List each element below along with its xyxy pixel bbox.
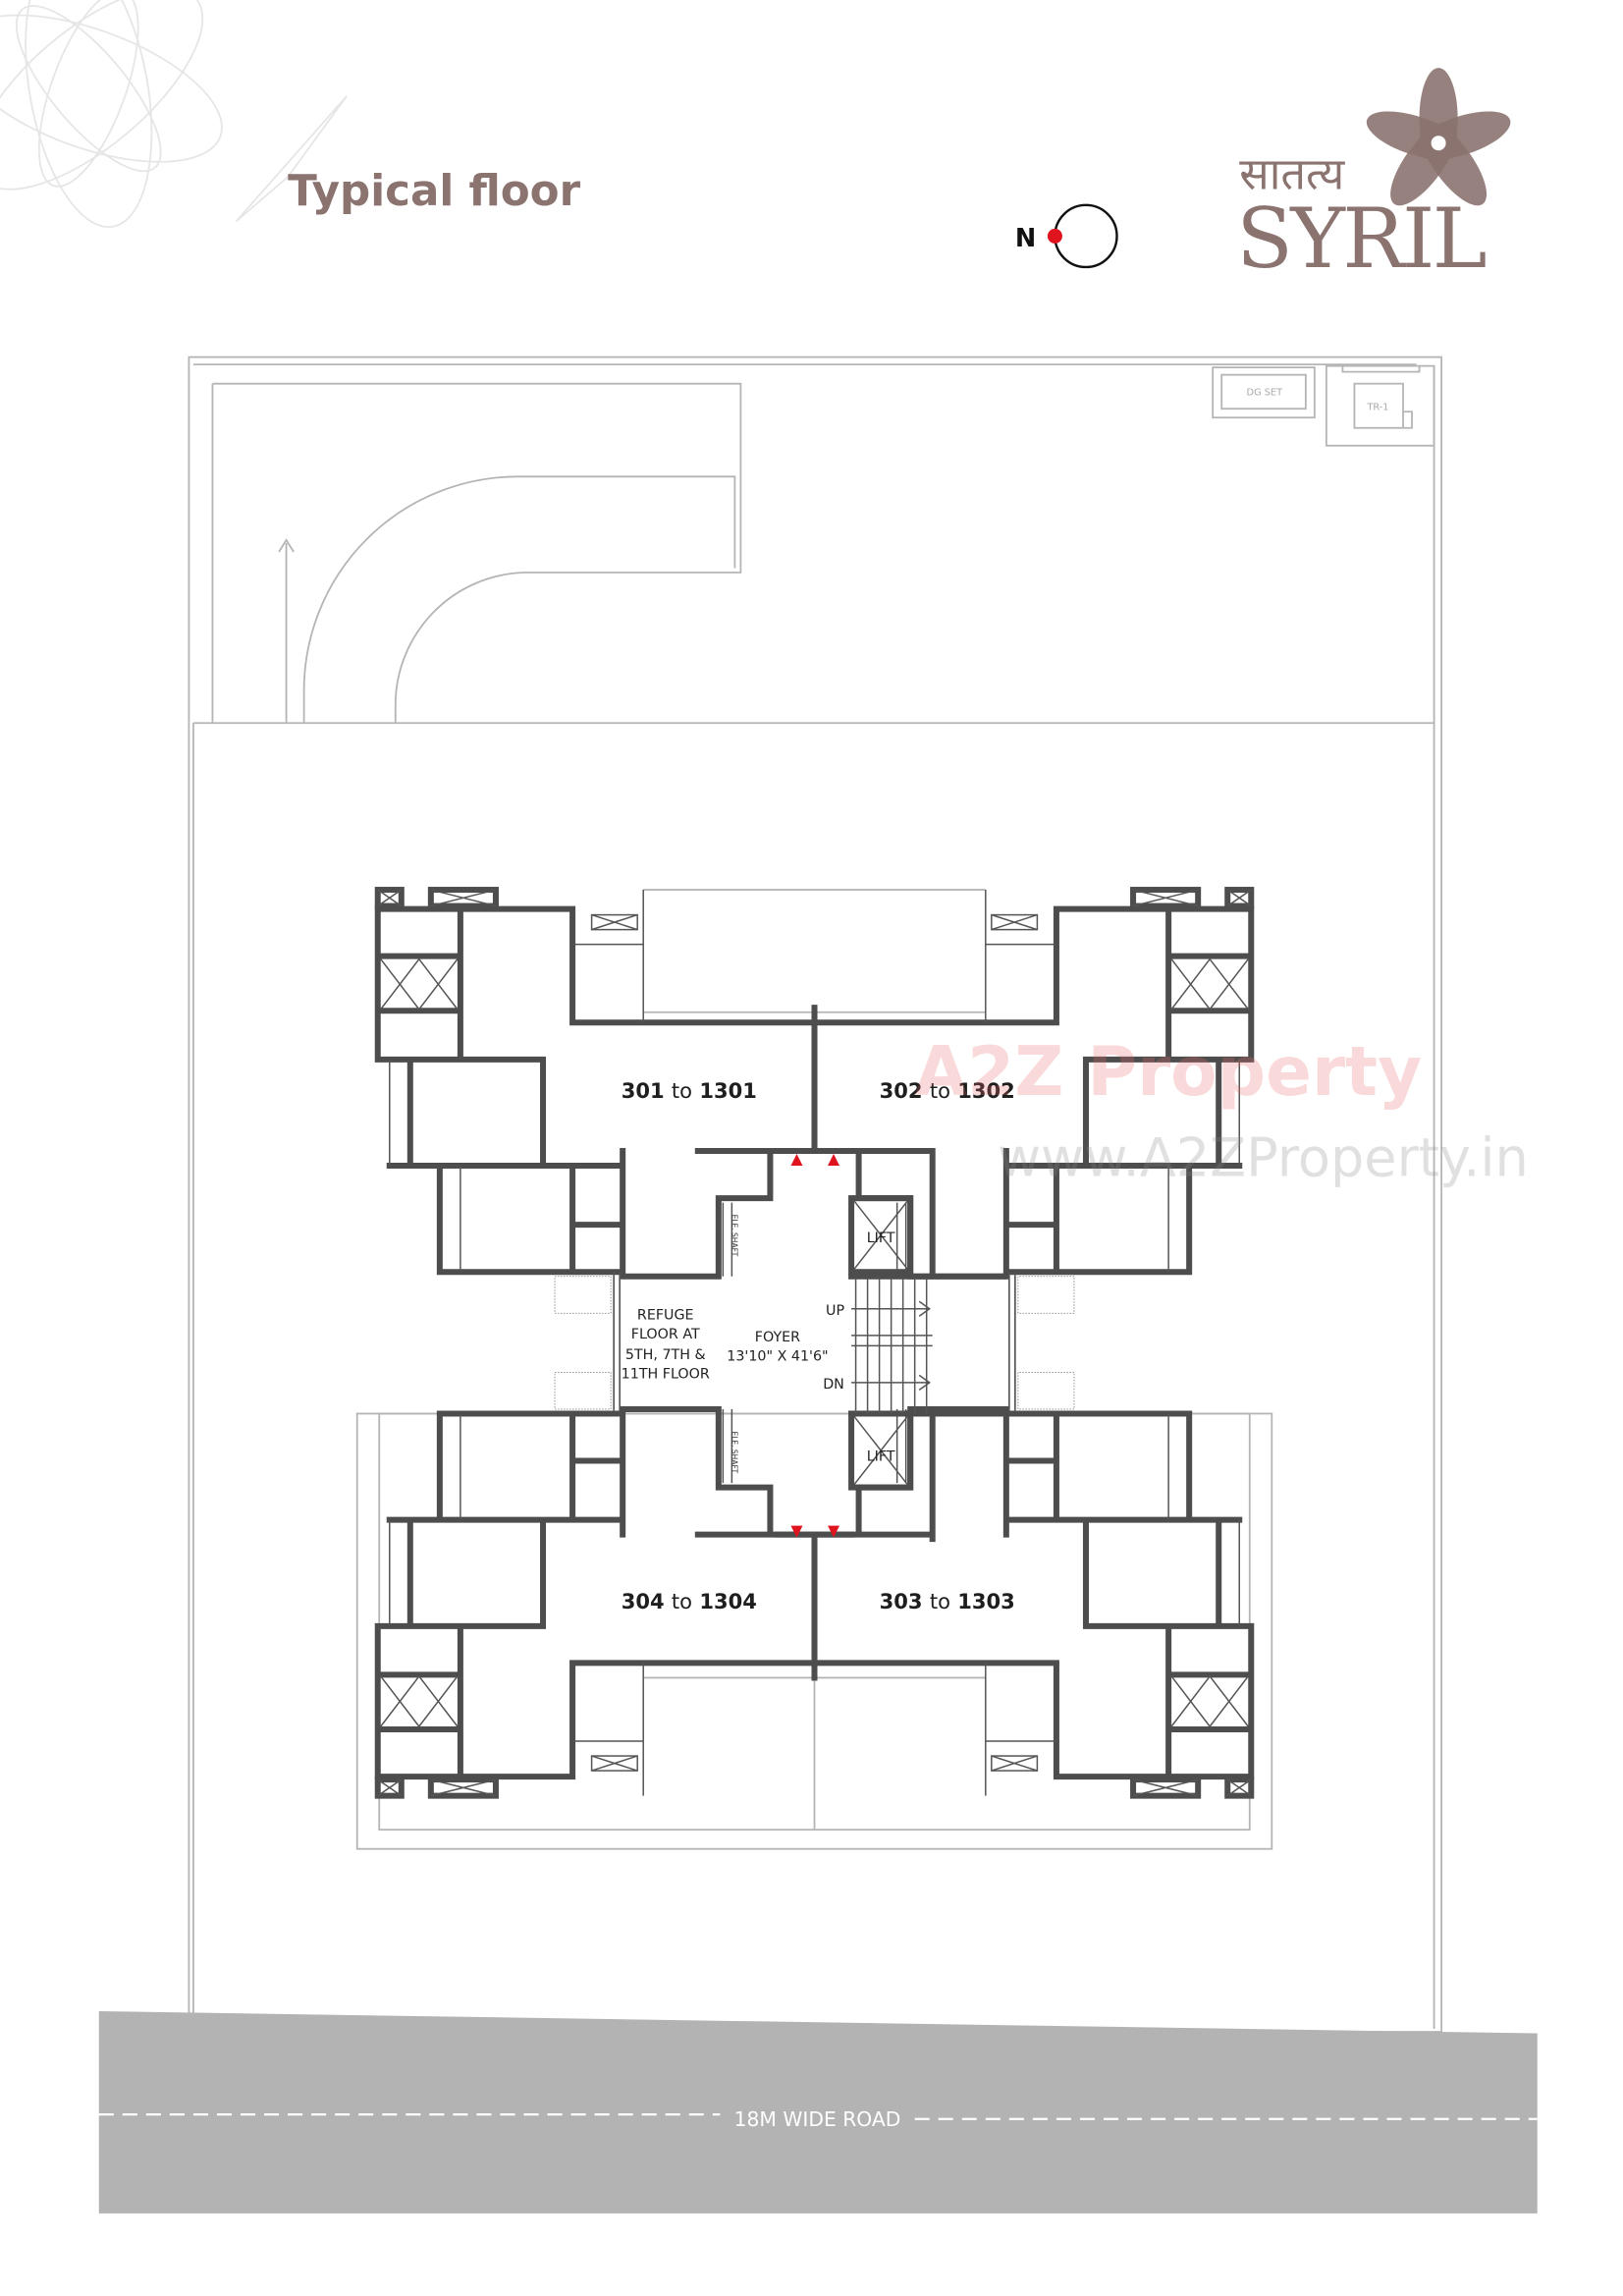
dg-set-label: DG SET bbox=[1247, 388, 1283, 399]
decorative-flower-icon bbox=[0, 0, 348, 229]
entry-marker bbox=[828, 1525, 840, 1538]
road-label: 18M WIDE ROAD bbox=[734, 2107, 901, 2131]
logo-name: SYRIL bbox=[1236, 191, 1487, 287]
flat-walls-bottom-right bbox=[778, 1272, 1251, 1795]
entry-marker bbox=[790, 1154, 803, 1167]
foyer-label: FOYER bbox=[755, 1330, 800, 1345]
compass-north-label: N bbox=[1015, 224, 1036, 253]
svg-text:FLOOR AT: FLOOR AT bbox=[631, 1327, 700, 1342]
syril-logo: सातत्य SYRIL bbox=[1236, 68, 1511, 287]
watermark: A2Z Property www.A2ZProperty.in bbox=[915, 1033, 1529, 1189]
transformer-label: TR-1 bbox=[1366, 403, 1388, 413]
lift-label-top: LIFT bbox=[867, 1230, 895, 1246]
entry-markers bbox=[790, 1154, 840, 1538]
unit-label-303: 303 to 1303 bbox=[880, 1589, 1015, 1613]
logo-flower-icon bbox=[1366, 68, 1511, 206]
entry-marker bbox=[828, 1154, 840, 1167]
unit-label-301: 301 to 1301 bbox=[622, 1078, 757, 1103]
unit-label-304: 304 to 1304 bbox=[622, 1589, 757, 1613]
entry-marker bbox=[790, 1525, 803, 1538]
shaft-label-bottom: ELE. SHAFT bbox=[730, 1431, 738, 1473]
north-indicator-dot bbox=[1047, 228, 1062, 244]
page-title: Typical floor bbox=[288, 167, 581, 216]
svg-text:REFUGE: REFUGE bbox=[637, 1307, 694, 1323]
unit-label-302: 302 to 1302 bbox=[880, 1078, 1015, 1103]
logo-devanagari: सातत्य bbox=[1239, 147, 1345, 199]
svg-text:www.A2ZProperty.in: www.A2ZProperty.in bbox=[998, 1127, 1529, 1189]
svg-text:11TH FLOOR: 11TH FLOOR bbox=[622, 1366, 710, 1382]
shaft-label-top: ELE. SHAFT bbox=[730, 1215, 738, 1257]
svg-text:A2Z Property: A2Z Property bbox=[915, 1033, 1422, 1112]
staircase bbox=[848, 1148, 1006, 1543]
foyer-size: 13'10" X 41'6" bbox=[727, 1348, 828, 1364]
svg-text:5TH, 7TH &: 5TH, 7TH & bbox=[625, 1347, 706, 1363]
stair-up-label: UP bbox=[826, 1303, 844, 1319]
stair-down-label: DN bbox=[823, 1377, 844, 1393]
road: 18M WIDE ROAD bbox=[98, 2011, 1538, 2214]
north-compass: N bbox=[1015, 203, 1118, 269]
refuge-label: REFUGE FLOOR AT 5TH, 7TH & 11TH FLOOR bbox=[622, 1307, 710, 1382]
lift-label-bottom: LIFT bbox=[867, 1449, 895, 1465]
